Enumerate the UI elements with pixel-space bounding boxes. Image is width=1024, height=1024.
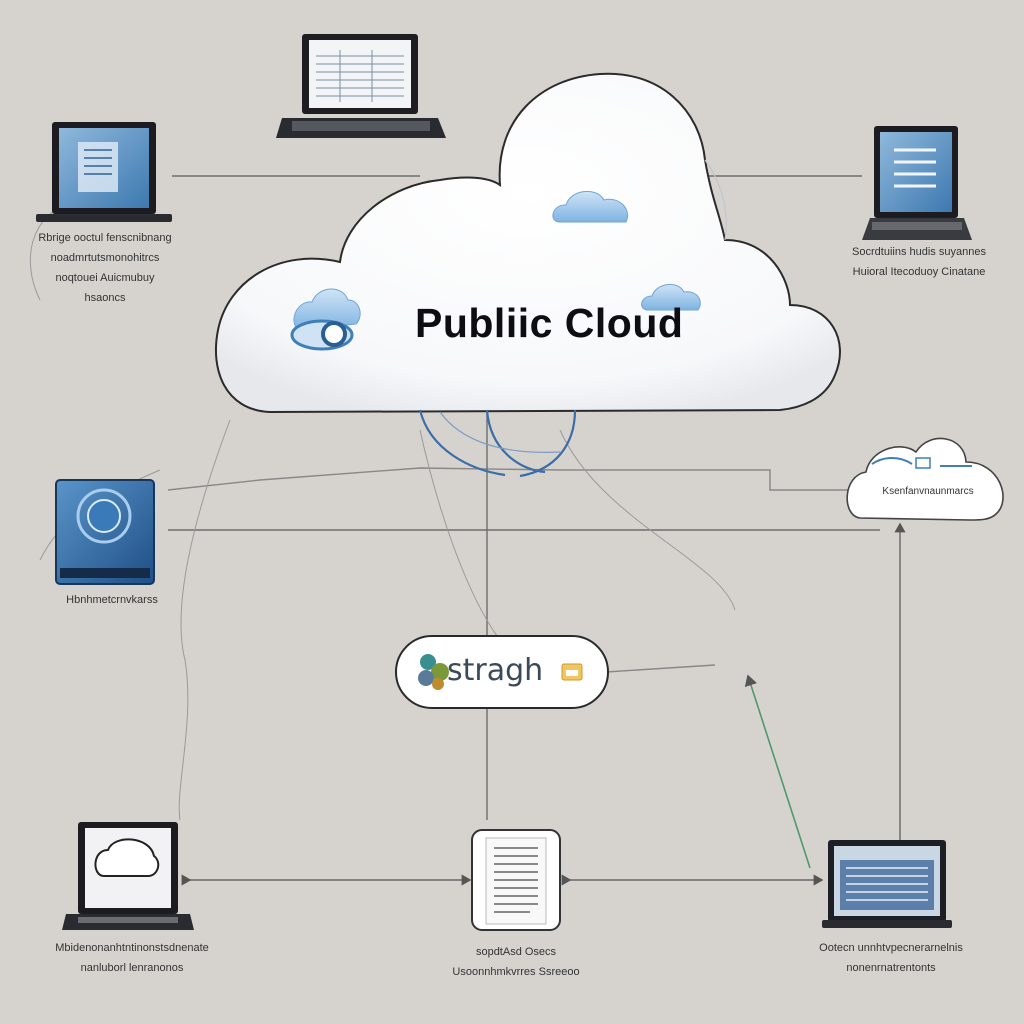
caption-bottom-right-monitor: Ootecn unnhtvpecnerarnelnis nonenrnatren… (819, 942, 963, 974)
thin-wire-1 (178, 419, 231, 821)
thin-wire-3 (559, 429, 736, 611)
thin-wire-2 (419, 429, 501, 641)
connection-lines (29, 175, 880, 821)
diagram-title: Publiic Cloud (415, 300, 684, 346)
small-cloud-icon (552, 190, 628, 223)
storage-node[interactable] (395, 635, 609, 709)
top-right-laptop[interactable] (862, 126, 972, 240)
top-center-laptop[interactable] (276, 34, 446, 138)
storage-right-link (605, 664, 716, 673)
green-diagonal-arrow (744, 674, 811, 869)
cloud-sync-icon (290, 288, 361, 351)
top-left-laptop[interactable] (36, 122, 172, 222)
storage-logo-icon (418, 654, 449, 690)
bottom-right-monitor[interactable] (822, 840, 952, 928)
caption-top-left-laptop: Rbrige ooctul fenscnibnang noadmrtutsmon… (38, 232, 172, 304)
cloud-inner-arc (704, 159, 727, 241)
caption-bottom-center-document: sopdtAsd Osecs Usoonnhmkvrres Ssreeoo (452, 946, 580, 978)
left-server[interactable] (55, 479, 155, 585)
side-cloud-label: Ksenfanvnaunmarcs (882, 486, 974, 497)
bottom-left-laptop[interactable] (62, 822, 194, 930)
public-cloud (214, 72, 841, 478)
small-cloud-icon (641, 284, 701, 311)
caption-top-right-laptop: Socrdtuiins hudis suyannes Huioral Iteco… (852, 246, 986, 278)
caption-left-server: Hbnhmetcrnvkarss (66, 594, 158, 606)
cable-bundle (418, 409, 577, 478)
cloud-shape (214, 72, 841, 414)
bottom-center-document[interactable] (471, 829, 561, 931)
storage-label: stragh (447, 653, 544, 688)
side-cloud[interactable] (846, 437, 1004, 521)
folder-icon (561, 663, 583, 681)
caption-bottom-left-laptop: Mbidenonanhtntinonstsdnenate nanluborl l… (55, 942, 209, 974)
server-upper-link (167, 467, 860, 491)
